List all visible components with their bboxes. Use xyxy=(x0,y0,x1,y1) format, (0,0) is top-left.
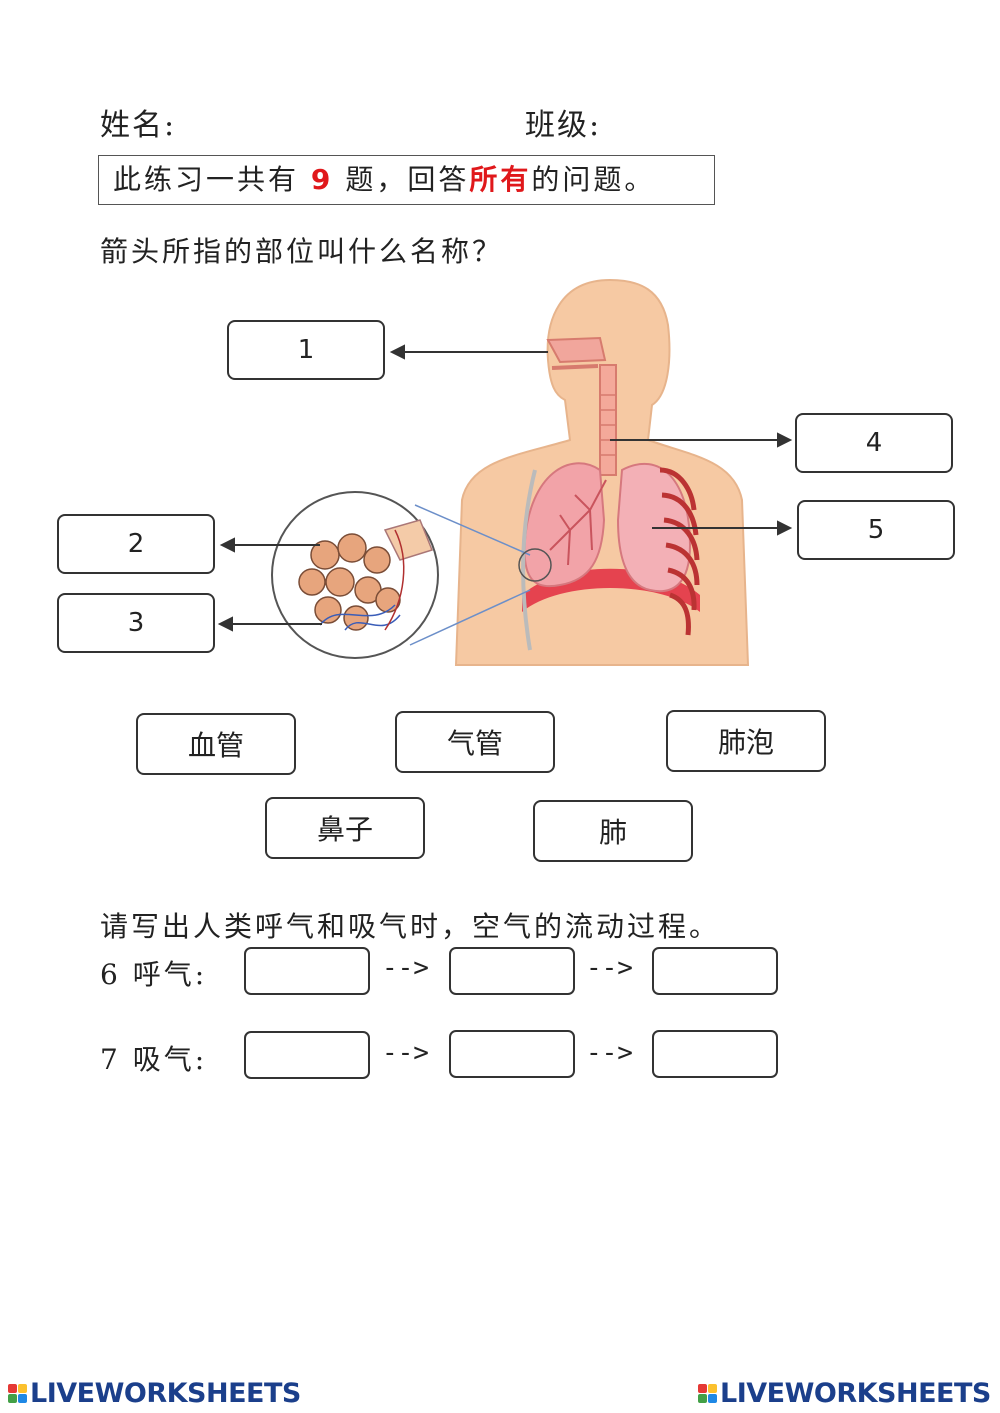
logo-text-left: LIVEWORKSHEETS xyxy=(30,1378,301,1409)
label-box-2[interactable]: 2 xyxy=(57,514,215,574)
exhale-answer-2[interactable] xyxy=(449,947,575,995)
inhale-arrow-2: --> xyxy=(586,1038,633,1068)
liveworksheets-logo-left: LIVEWORKSHEETS xyxy=(8,1378,301,1409)
word-bank-trachea[interactable]: 气管 xyxy=(395,711,555,773)
label-box-4[interactable]: 4 xyxy=(795,413,953,473)
name-label: 姓名: xyxy=(100,108,177,143)
liveworksheets-icon xyxy=(8,1384,27,1403)
inhale-arrow-1: --> xyxy=(382,1038,429,1068)
label-box-1[interactable]: 1 xyxy=(227,320,385,380)
inhale-answer-2[interactable] xyxy=(449,1030,575,1078)
inhale-answer-3[interactable] xyxy=(652,1030,778,1078)
question-2: 请写出人类呼气和吸气时，空气的流动过程。 xyxy=(100,910,721,943)
liveworksheets-logo-right: LIVEWORKSHEETS xyxy=(698,1378,991,1409)
inhale-answer-1[interactable] xyxy=(244,1031,370,1079)
instruction-box: 此练习一共有 9 题，回答所有的问题。 xyxy=(98,155,715,205)
exhale-label: 6 呼气: xyxy=(100,958,208,991)
liveworksheets-icon xyxy=(698,1384,717,1403)
exhale-arrow-2: --> xyxy=(586,953,633,983)
question-1: 箭头所指的部位叫什么名称？ xyxy=(100,235,504,268)
class-label: 班级: xyxy=(525,108,602,143)
instruction-emph: 所有 xyxy=(469,163,532,196)
word-bank-nose[interactable]: 鼻子 xyxy=(265,797,425,859)
instruction-post: 的问题。 xyxy=(531,163,656,196)
label-box-5[interactable]: 5 xyxy=(797,500,955,560)
instruction-pre: 此练习一共有 xyxy=(113,163,300,196)
exhale-arrow-1: --> xyxy=(382,953,429,983)
word-bank-lung[interactable]: 肺 xyxy=(533,800,693,862)
logo-text-right: LIVEWORKSHEETS xyxy=(720,1378,991,1409)
instruction-mid: 题，回答 xyxy=(345,163,470,196)
inhale-label: 7 吸气: xyxy=(100,1043,208,1076)
respiratory-system-illustration xyxy=(217,278,793,666)
exhale-answer-3[interactable] xyxy=(652,947,778,995)
exhale-answer-1[interactable] xyxy=(244,947,370,995)
question-count: 9 xyxy=(310,163,334,196)
word-bank-blood-vessel[interactable]: 血管 xyxy=(136,713,296,775)
word-bank-alveoli[interactable]: 肺泡 xyxy=(666,710,826,772)
label-box-3[interactable]: 3 xyxy=(57,593,215,653)
